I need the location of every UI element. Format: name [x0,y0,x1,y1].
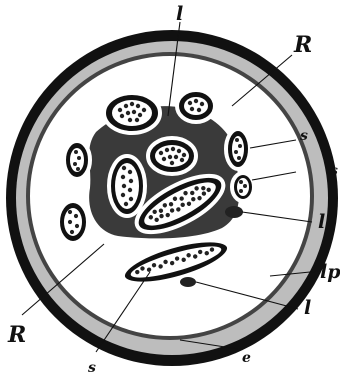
fiber-bundle [58,201,88,243]
fiber-bundle [177,90,215,122]
label-l-right-low: l [304,297,311,319]
dark-vessel [180,277,196,287]
label-R-top: R [293,32,312,58]
label-R-left: R [7,322,26,348]
label-s-bottom: s [88,360,96,376]
dark-vessel [225,206,243,218]
fiber-bundle [104,93,160,133]
fiber-bundle [232,173,254,201]
label-s-upper: s [300,128,308,144]
label-l-right-mid: l [318,211,325,233]
label-lp: lp [320,261,340,283]
fiber-bundle [226,129,250,169]
fiber-bundle [148,138,196,174]
label-l-top: l [176,3,183,25]
label-e: e [242,350,251,366]
label-s-right: s [330,163,338,179]
fiber-bundle [109,156,145,216]
fiber-bundle [64,141,90,179]
